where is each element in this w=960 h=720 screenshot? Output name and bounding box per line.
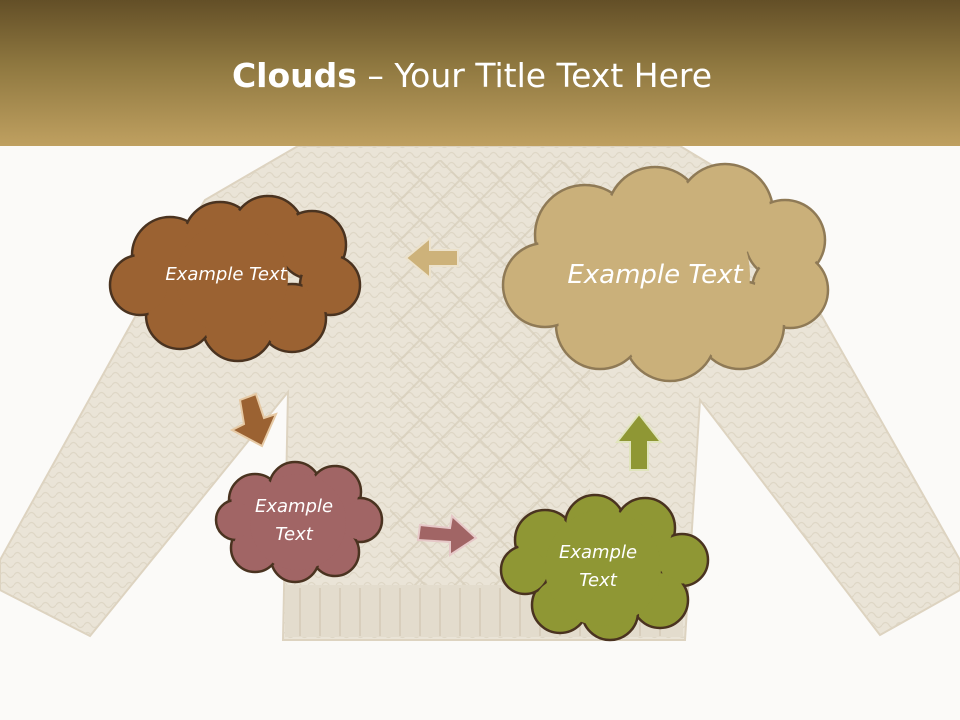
title-rest: Your Title Text Here	[394, 56, 713, 95]
arrow-right-icon	[416, 514, 478, 557]
cloud-olive-label[interactable]: Example Text	[540, 539, 656, 595]
title-bold-part: Clouds	[231, 56, 357, 95]
cloud-tan-label[interactable]: Example Text	[567, 260, 743, 290]
cloud-olive-line-1: Example	[558, 542, 638, 563]
cloud-mauve-line-1: Example	[254, 496, 334, 517]
cloud-mauve-line-2: Text	[275, 524, 313, 545]
slide-title[interactable]: Clouds – Your Title Text Here	[0, 54, 944, 98]
cloud-brown-label[interactable]: Example Text	[165, 264, 287, 285]
arrow-down-icon	[229, 392, 278, 448]
cloud-olive-line-2: Text	[579, 570, 617, 591]
title-bar	[0, 0, 960, 146]
cloud-mauve-label[interactable]: Example Text	[238, 493, 350, 549]
arrow-up-icon	[614, 412, 664, 471]
arrow-left-icon	[404, 235, 459, 281]
title-dash: –	[356, 56, 395, 95]
